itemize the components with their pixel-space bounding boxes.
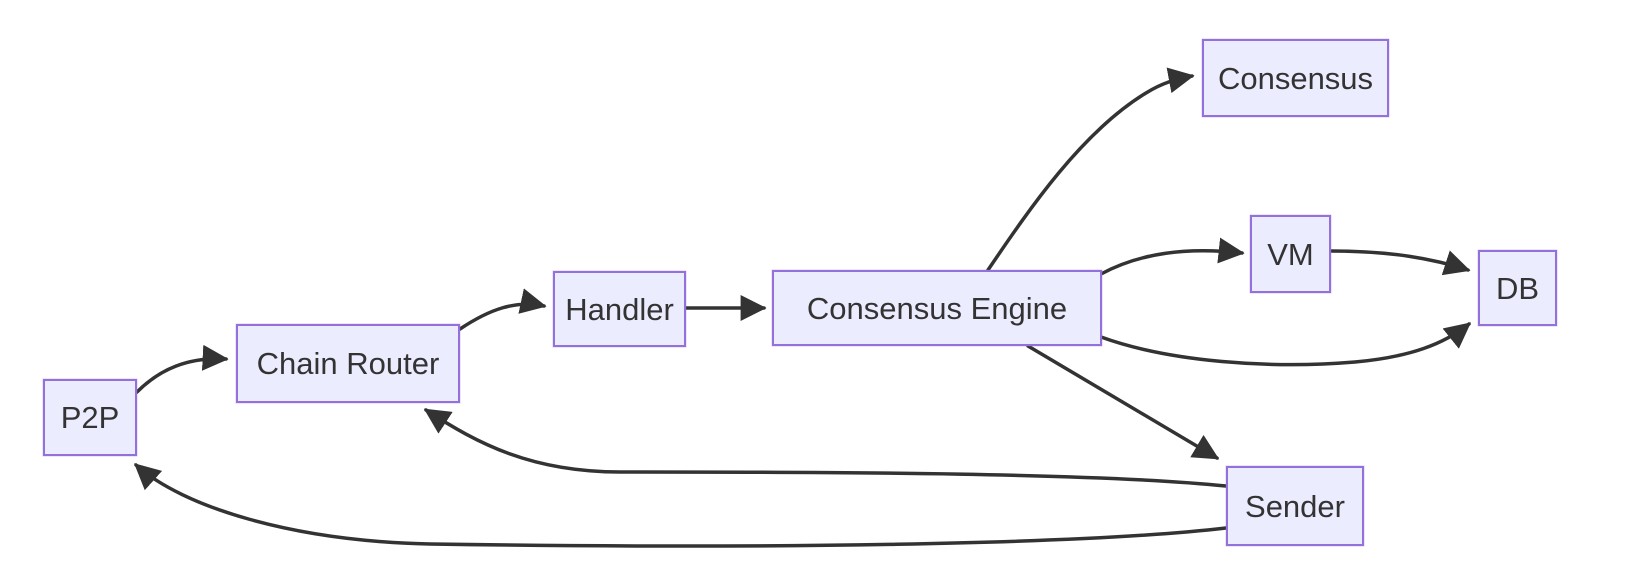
- node-vm-label: VM: [1267, 236, 1314, 272]
- node-vm: VM: [1250, 215, 1331, 293]
- edge-p2p-to-chain-router: [135, 344, 229, 394]
- node-chain-router: Chain Router: [236, 324, 460, 403]
- node-sender-label: Sender: [1245, 488, 1345, 524]
- edge-sender-to-chain-router: [423, 408, 1228, 488]
- node-db-label: DB: [1495, 270, 1540, 306]
- node-handler-label: Handler: [565, 291, 674, 327]
- edge-vm-to-db: [1329, 249, 1471, 276]
- edge-chain-router-to-handler: [458, 288, 547, 331]
- edge-consensus-engine-to-consensus: [986, 67, 1195, 272]
- node-sender: Sender: [1226, 466, 1364, 546]
- node-p2p-label: P2P: [60, 400, 120, 435]
- node-db: DB: [1478, 250, 1557, 326]
- edge-consensus-engine-to-sender: [1026, 344, 1220, 460]
- edge-consensus-engine-to-db: [1099, 322, 1472, 367]
- node-chain-router-label: Chain Router: [256, 346, 440, 381]
- node-consensus-engine-label: Consensus Engine: [806, 290, 1068, 326]
- edge-consensus-engine-to-vm: [1099, 237, 1245, 276]
- node-consensus-label: Consensus: [1217, 60, 1374, 96]
- edge-sender-to-p2p: [134, 463, 1228, 548]
- node-handler: Handler: [553, 271, 686, 347]
- node-consensus-engine: Consensus Engine: [772, 270, 1102, 346]
- node-consensus: Consensus: [1202, 39, 1389, 117]
- node-p2p: P2P: [43, 379, 137, 456]
